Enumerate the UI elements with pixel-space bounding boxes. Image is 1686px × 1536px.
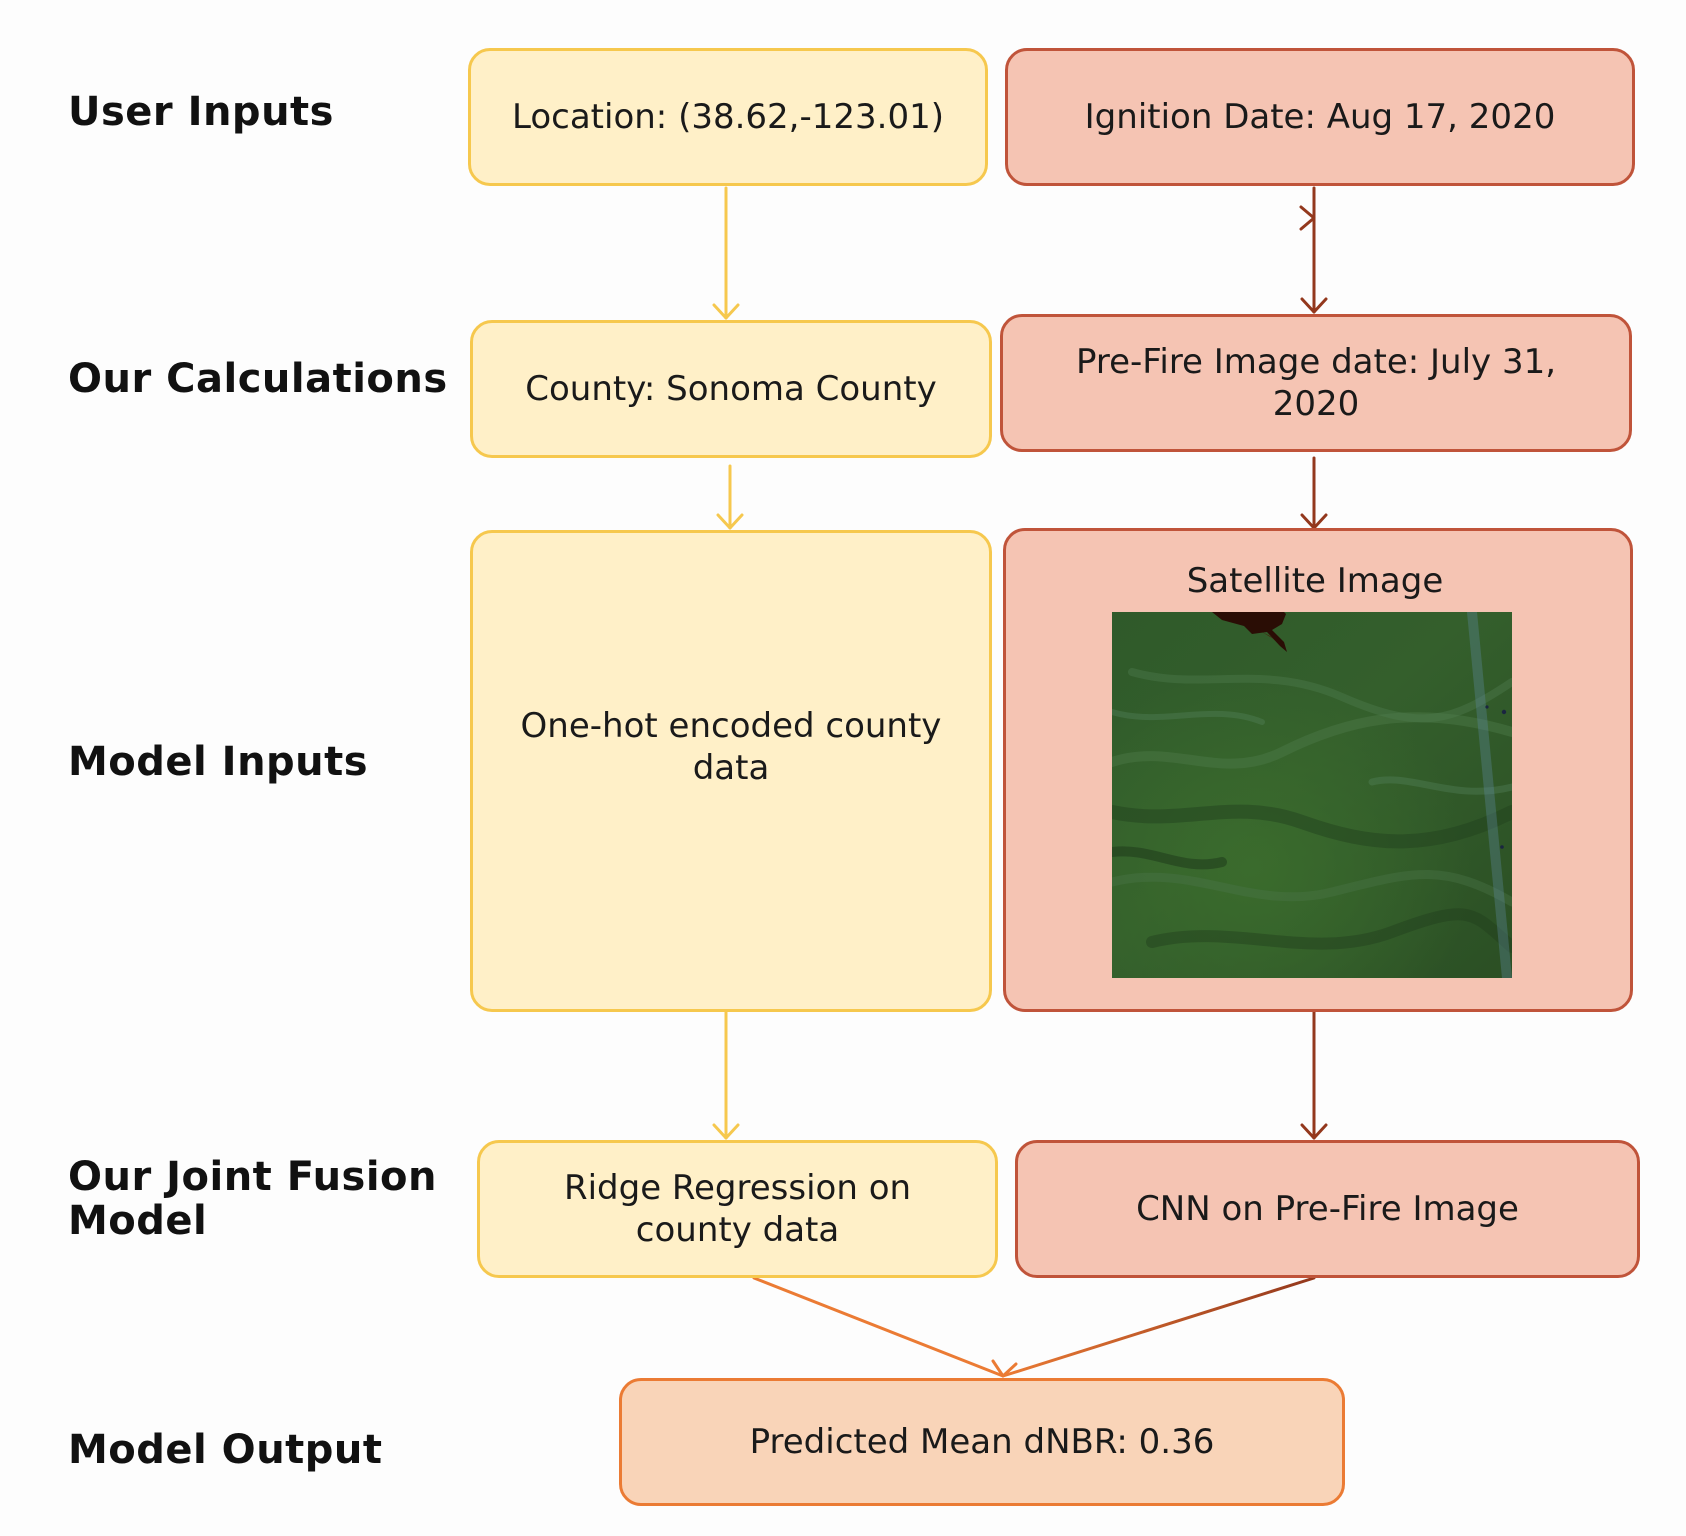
row-label-model-inputs: Model Inputs [68, 739, 369, 785]
arrowhead-ignition-to-prefire [1300, 297, 1328, 314]
arrow-ridge-to-output [752, 1276, 1005, 1378]
county-data-box: One-hot encoded county data [470, 530, 992, 1012]
row-label-model-output: Model Output [68, 1427, 383, 1473]
row-label-our-calculations: Our Calculations [68, 356, 448, 402]
ignition-date-text: Ignition Date: Aug 17, 2020 [1084, 97, 1556, 137]
prefire-date-text: Pre-Fire Image date: July 31, 2020 [1075, 342, 1557, 424]
arrow-cnn-to-output [1001, 1276, 1316, 1378]
arrowhead-satellite-to-cnn [1300, 1123, 1328, 1140]
prediction-text: Predicted Mean dNBR: 0.36 [749, 1422, 1215, 1462]
arrowhead-county-to-onehot [716, 513, 744, 530]
county-box: County: Sonoma County [470, 320, 992, 458]
ridge-regression-box: Ridge Regression on county data [477, 1140, 998, 1278]
prediction-box: Predicted Mean dNBR: 0.36 [619, 1378, 1345, 1506]
county-data-text: One-hot encoded county data [520, 706, 942, 788]
arrowhead-onehot-to-ridge [712, 1123, 740, 1140]
arrowhead-location-to-county [712, 303, 740, 320]
cnn-text: CNN on Pre-Fire Image [1136, 1189, 1519, 1229]
prefire-date-box: Pre-Fire Image date: July 31, 2020 [1000, 314, 1632, 452]
ridge-regression-text: Ridge Regression on county data [563, 1168, 912, 1250]
row-label-user-inputs: User Inputs [68, 89, 334, 135]
satellite-image-title: Satellite Image [1186, 561, 1444, 601]
cnn-box: CNN on Pre-Fire Image [1015, 1140, 1640, 1278]
satellite-image [1112, 612, 1512, 978]
county-text: County: Sonoma County [525, 369, 937, 409]
row-label-joint-fusion: Our Joint Fusion Model [68, 1154, 438, 1244]
ignition-date-box: Ignition Date: Aug 17, 2020 [1005, 48, 1635, 186]
location-box: Location: (38.62,-123.01) [468, 48, 988, 186]
arrowhead-output [991, 1359, 1018, 1378]
location-text: Location: (38.62,-123.01) [512, 97, 944, 137]
